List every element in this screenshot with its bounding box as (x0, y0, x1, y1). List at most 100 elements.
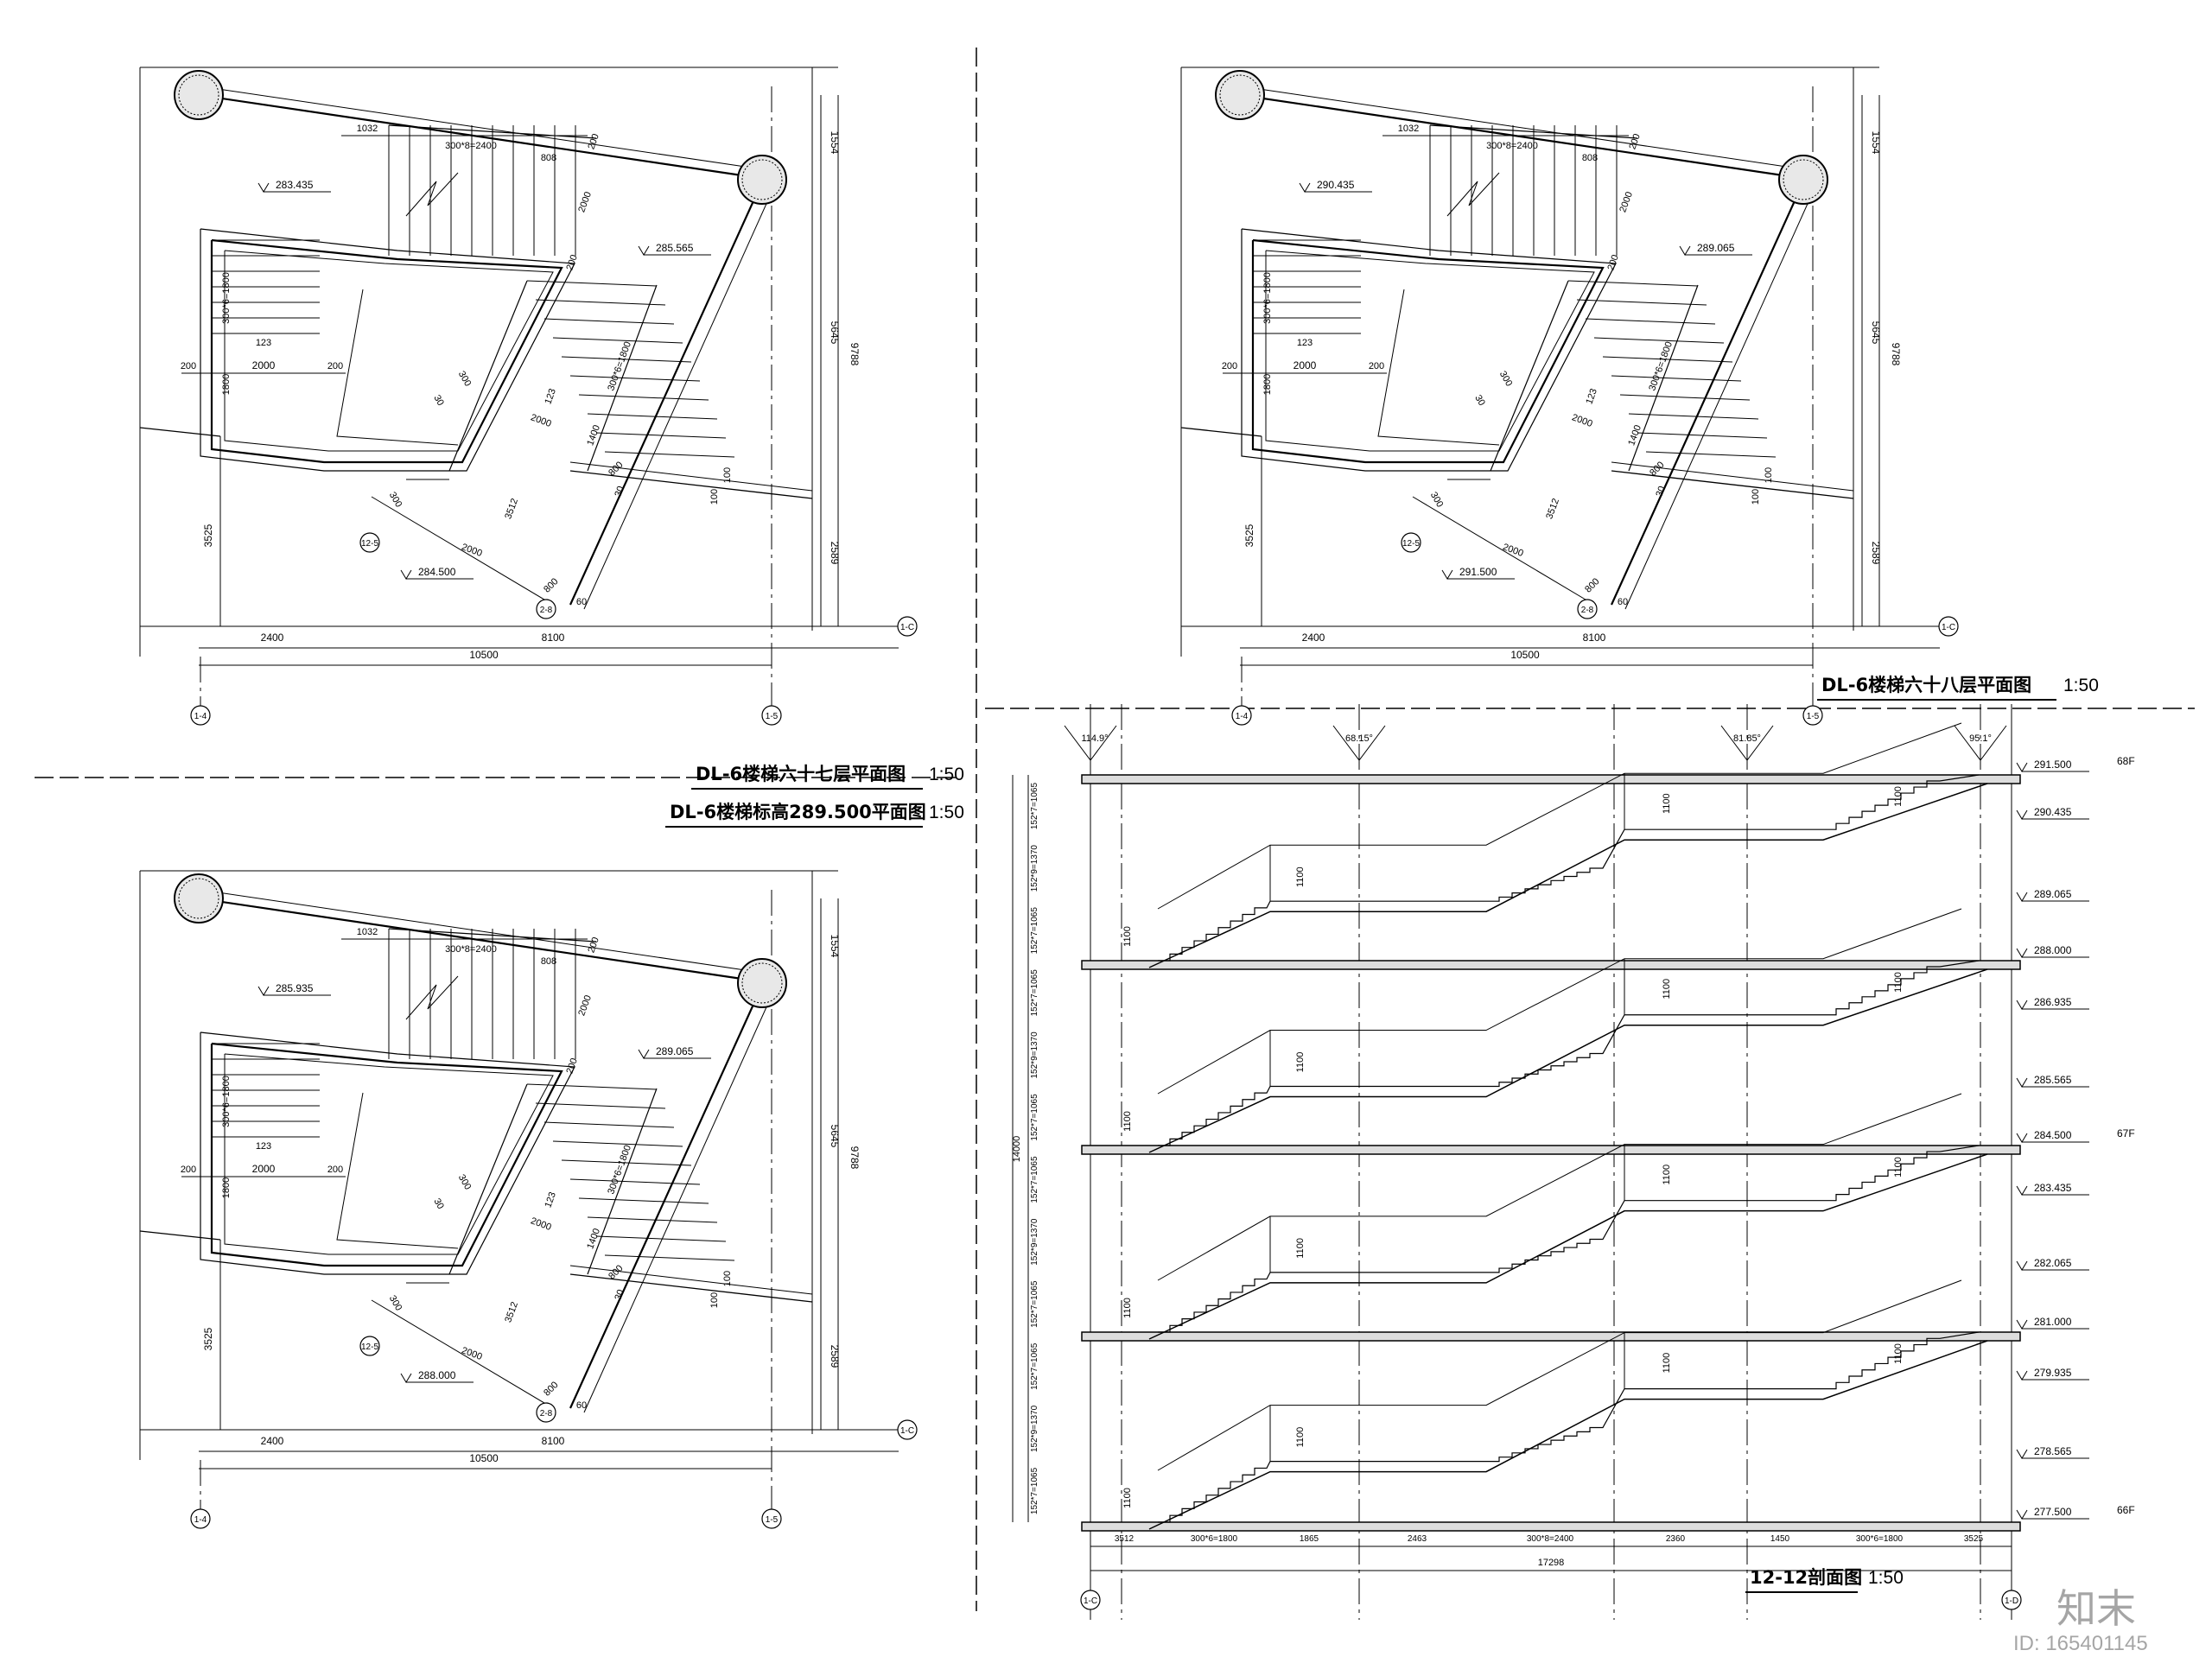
flight-diag-edge-2 (587, 1088, 658, 1275)
dim-1800-value: 1800 (221, 1177, 232, 1198)
floor-level: 284.500 (2034, 1129, 2072, 1141)
bottom-dim-label: 2463 (1408, 1534, 1427, 1544)
dim-100-b: 100 (709, 1292, 720, 1308)
riser-dim-label: 152*7=1065 (1030, 969, 1039, 1017)
dim-2000-diag: 2000 (529, 412, 552, 429)
dim-30-b: 30 (1654, 485, 1667, 498)
dim-300-a: 300 (1497, 370, 1515, 389)
floor-slab (1081, 1331, 2021, 1342)
dim-height-total: 9788 (1890, 343, 1902, 366)
stair-flight-profile (1158, 1145, 1980, 1333)
stair-core-outline (210, 238, 563, 464)
tread-diag (595, 1235, 727, 1242)
dim-overall-value: 10500 (469, 1452, 499, 1464)
dim-3512: 3512 (503, 497, 520, 520)
flight-diag-edge-2 (1628, 284, 1699, 472)
angle-label: 68.15° (1345, 733, 1373, 744)
dim-2000-top: 2000 (576, 190, 594, 213)
handrail (1157, 1279, 1962, 1471)
dim-300-a: 300 (456, 1173, 474, 1192)
dim-100-b: 100 (1751, 489, 1761, 505)
rail-height-label: 1100 (1295, 1052, 1306, 1073)
landing-level: 283.435 (2034, 1182, 2072, 1194)
handrail (1157, 908, 1962, 1095)
dim-1400: 1400 (585, 1227, 602, 1250)
axis-bubble-12-5-label: 12-5 (361, 1342, 378, 1352)
dim-left-value: 2400 (261, 1435, 284, 1447)
column-ne-hatch (741, 962, 783, 1004)
dim-left-lower-value: 3525 (202, 1327, 214, 1350)
level-right-triangle (638, 1049, 650, 1059)
dim-leader-diag (371, 1299, 554, 1409)
axis-bubble-1-5-label: 1-5 (766, 712, 779, 721)
dim-800-a: 800 (542, 576, 560, 594)
dim-300-b: 300 (387, 491, 404, 510)
riser-dim-label: 152*7=1065 (1030, 1280, 1039, 1328)
tread-diag (604, 1254, 735, 1261)
floor-level: 291.500 (2034, 759, 2072, 771)
level-right: 289.065 (656, 1045, 694, 1057)
dim-gap-left: 200 (1222, 361, 1237, 371)
axis-bubble-1-5-label: 1-5 (766, 1515, 779, 1525)
landing-level-triangle (2016, 892, 2028, 902)
column-ne (737, 958, 787, 1008)
dim-808: 808 (541, 153, 556, 163)
floor-slab (1081, 774, 2021, 784)
dim-123: 123 (256, 1141, 271, 1152)
angle-label: 114.9° (1081, 733, 1108, 744)
floor-tag-66f: 66F (2117, 1504, 2135, 1516)
riser-dim-label: 152*9=1370 (1030, 845, 1039, 892)
watermark: 知末 ID: 165401145 (2013, 1585, 2148, 1655)
dim-landing-value: 2000 (1294, 359, 1317, 371)
level-right: 289.065 (1697, 242, 1735, 254)
dim-200-top: 200 (1627, 132, 1643, 150)
landing-level-triangle (2016, 1449, 2028, 1459)
dim-overall-value: 10500 (1510, 649, 1540, 661)
column-nw-hatch (1219, 74, 1261, 116)
dim-123-diag: 123 (543, 1190, 558, 1209)
total-length-label: 17298 (1538, 1558, 1565, 1568)
riser-dim-label: 152*7=1065 (1030, 782, 1039, 829)
tread-diag (1619, 394, 1751, 401)
dim-2000-diag: 2000 (1570, 412, 1593, 429)
dim-800-a: 800 (1583, 576, 1601, 594)
plan-289-title: DL-6楼梯标高289.500平面图 1:50 (665, 802, 964, 828)
dim-height-mid: 5645 (829, 321, 841, 345)
stair-soffit (1148, 1340, 1988, 1530)
rail-height-label: 1100 (1122, 1488, 1133, 1508)
dim-1400: 1400 (585, 423, 602, 447)
stair-soffit (1148, 968, 1988, 1153)
plan-68-title-text: DL-6楼梯六十八层平面图 (1821, 675, 2031, 695)
plan-68-scale: 1:50 (2063, 676, 2099, 695)
dim-stairs-top-value: 300*8=2400 (445, 141, 497, 151)
well-edge (224, 1053, 554, 1255)
lower-wall-right-inner (569, 461, 813, 492)
floor-level: 281.000 (2034, 1316, 2072, 1328)
level-right: 285.565 (656, 242, 694, 254)
stair-core-outer (200, 228, 575, 472)
dim-height-mid: 5645 (829, 1125, 841, 1148)
dim-800-a: 800 (542, 1380, 560, 1398)
tread-diag (1576, 299, 1707, 306)
dim-stairs-side-value: 300*6=1800 (1262, 272, 1273, 324)
level-lower: 284.500 (418, 566, 456, 578)
column-nw-hatch (178, 74, 219, 116)
tread-diag (535, 1102, 666, 1109)
axis-bubble-12-5-label: 12-5 (361, 539, 378, 549)
axis-bubble-1-4 (190, 1508, 211, 1529)
dim-gap-left: 200 (181, 361, 196, 371)
dim-right-value: 8100 (1583, 632, 1606, 644)
riser-dim-label: 152*7=1065 (1030, 1342, 1039, 1390)
well-inner (336, 1092, 459, 1249)
axis-bubble-1-5 (1802, 705, 1823, 726)
lower-wall-left (139, 427, 221, 437)
lower-wall-right-inner (569, 1265, 813, 1295)
level-upper-triangle (257, 986, 270, 996)
dim-gap-right: 200 (327, 1165, 343, 1175)
landing-level-triangle (2016, 1260, 2028, 1271)
level-lower-triangle (400, 569, 412, 580)
plan-289-scale: 1:50 (929, 803, 964, 822)
dim-100-b: 100 (709, 489, 720, 505)
tread-diag (561, 1159, 692, 1166)
riser-dim-label: 152*9=1370 (1030, 1218, 1039, 1266)
